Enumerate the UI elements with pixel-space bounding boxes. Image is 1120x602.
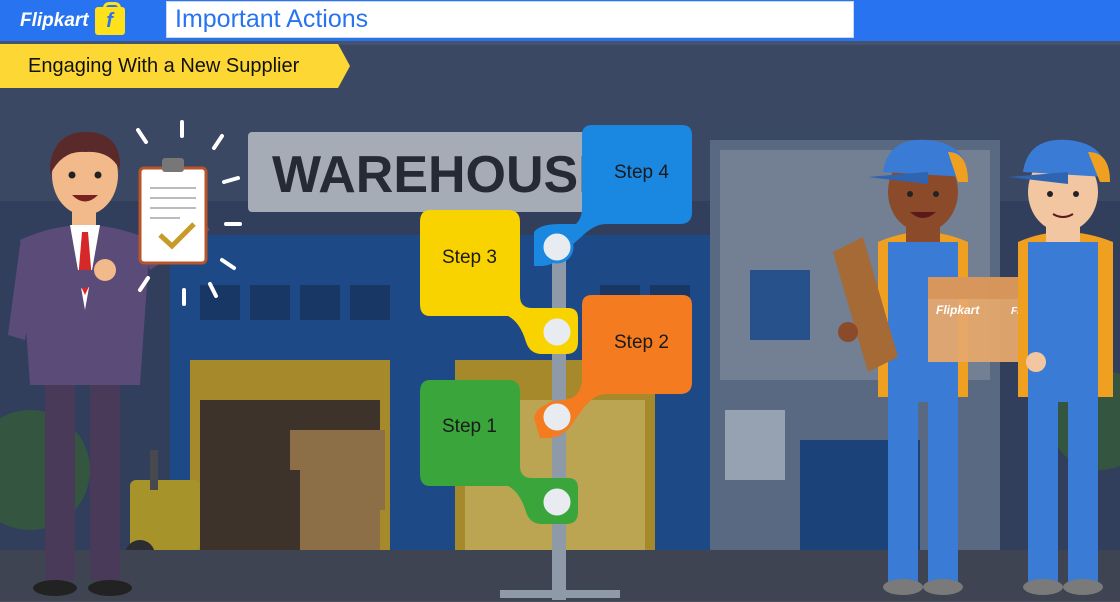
box-brand-left: Flipkart: [936, 303, 980, 317]
warehouse-sign: WAREHOUSE: [248, 132, 613, 212]
clipboard-check-icon: [138, 158, 208, 265]
step-3-label: Step 3: [442, 247, 497, 268]
step-3-card: Step 3: [420, 210, 578, 354]
subtitle-ribbon: Engaging With a New Supplier: [0, 44, 350, 88]
flipkart-bag-icon: f: [94, 2, 125, 35]
warehouse-sign-text: WAREHOUSE: [272, 146, 613, 204]
title-box: Important Actions: [166, 1, 854, 38]
subtitle-text: Engaging With a New Supplier: [28, 55, 300, 77]
businessman-illustration: [8, 120, 242, 596]
logo-text: Flipkart: [20, 10, 89, 31]
step-2-card: Step 2: [534, 295, 692, 438]
steps-timeline: Step 4 Step 3 Step 2 Step 1: [420, 125, 692, 600]
flipkart-logo: Flipkart f: [20, 2, 125, 36]
step-2-node: [540, 400, 574, 434]
page-title: Important Actions: [175, 5, 369, 33]
step-1-card: Step 1: [420, 380, 578, 524]
workers-illustration: Flipkart Flipkart: [833, 139, 1113, 595]
step-4-node: [540, 230, 574, 264]
step-2-label: Step 2: [614, 332, 669, 353]
step-3-node: [540, 315, 574, 349]
step-1-label: Step 1: [442, 416, 497, 437]
worker-2: [1008, 139, 1113, 595]
worker-1: [833, 139, 968, 595]
step-4-card: Step 4: [534, 125, 692, 266]
step-1-node: [540, 485, 574, 519]
step-4-label: Step 4: [614, 162, 669, 183]
